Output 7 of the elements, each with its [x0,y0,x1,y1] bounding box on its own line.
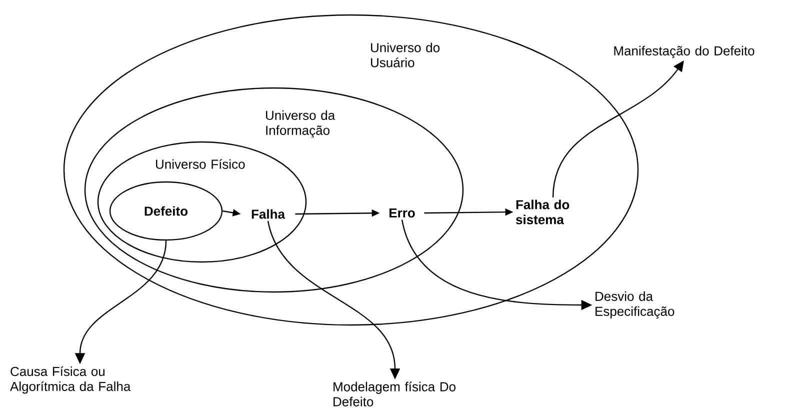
state-label: Falha do sistema [516,200,570,224]
state-label: Erro [390,208,415,218]
outcome-label: Desvio da Especificação [596,291,674,319]
outcome-label: Manifestação do Defeito [614,46,754,58]
outcome-label: Causa Física ou Algorítmica da Falha [10,366,131,394]
state-label: Falha [252,209,286,219]
outcome-label: Modelagem física Do Defeito [334,382,456,406]
